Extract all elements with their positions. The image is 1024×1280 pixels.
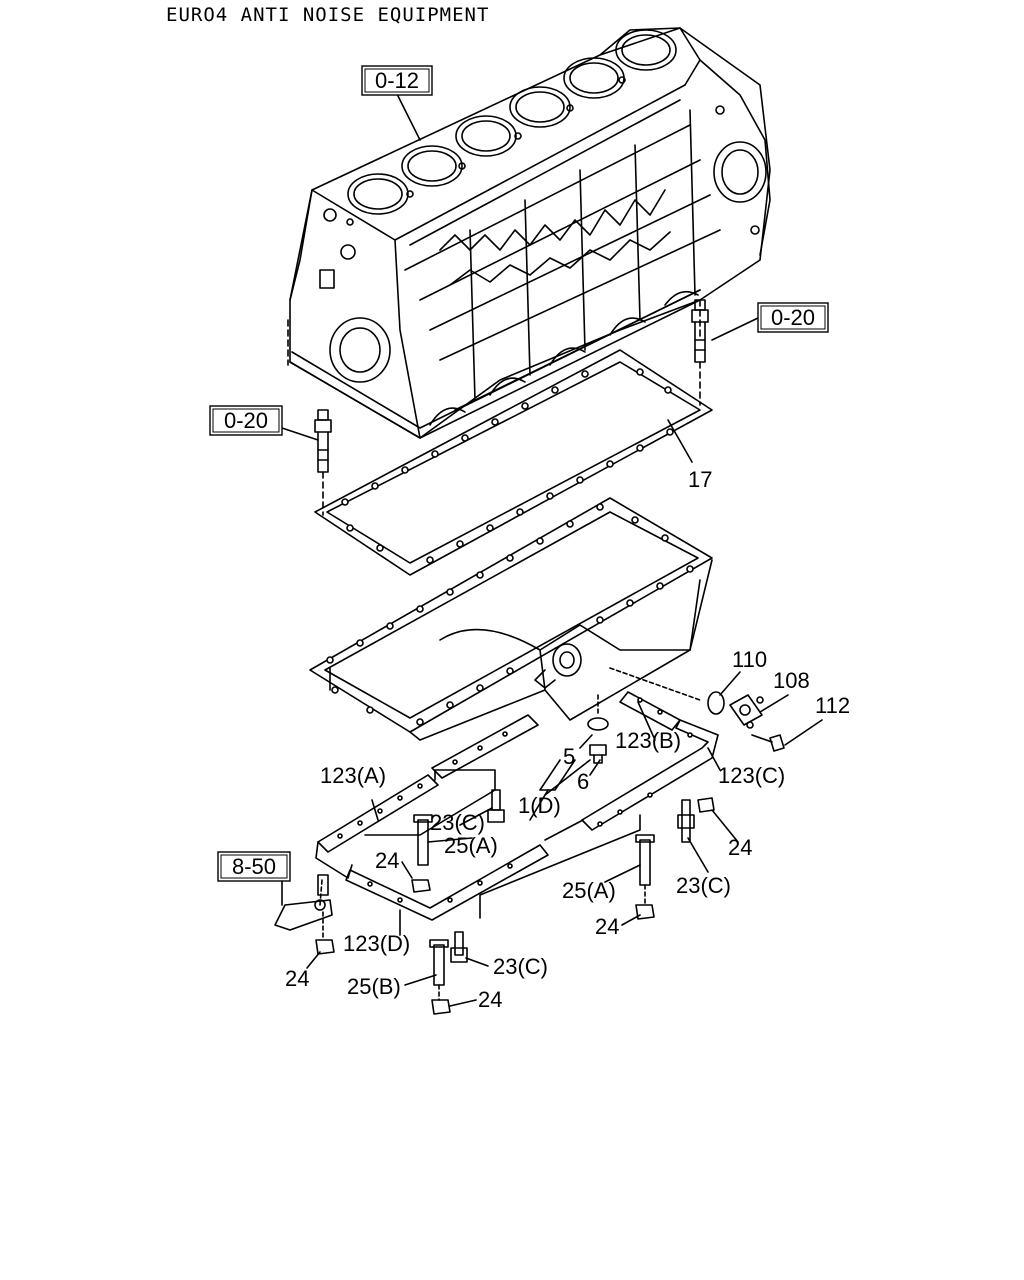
flange-bolt [751,734,785,752]
callout-123c: 123(C) [718,763,785,788]
reference-label: 0-20 [771,305,815,330]
cylinder-block [289,27,771,439]
callout-25b: 25(B) [347,974,401,999]
reference-label: 0-20 [224,408,268,433]
callout-25a-left: 25(A) [444,833,498,858]
stud-25b [429,939,449,1001]
nut-24-right [697,797,715,813]
nut-24-lower-right [635,904,655,920]
o-ring [707,691,725,715]
callout-123d: 123(D) [343,931,410,956]
reference-box-0-12: 0-12 [361,65,433,96]
callout-24-bottom: 24 [478,987,502,1012]
reference-label: 8-50 [232,854,276,879]
nut-24-bottom [431,999,451,1015]
callout-110: 110 [732,647,767,672]
bolt-23c-upper [487,789,505,823]
stud-25a-left [413,814,433,866]
nut-24-center [411,879,431,893]
callout-24-lower-right: 24 [595,914,619,939]
callout-24-center: 24 [375,848,399,873]
stud-bolt-left [314,409,332,516]
stud-bolt-right [691,299,709,406]
seal-123d [345,844,549,921]
bolt-23c-right [677,799,695,843]
callout-23c-right: 23(C) [676,873,731,898]
callout-23c-lower: 23(C) [493,954,548,979]
callout-108: 108 [773,668,810,693]
callout-1d: 1(D) [518,793,561,818]
diagram-title: EURO4 ANTI NOISE EQUIPMENT [166,4,490,26]
callout-112: 112 [815,693,850,718]
flange-cover [729,694,764,729]
callout-23c-upper: 23(C) [430,810,485,835]
callout-24-bracket: 24 [285,966,309,991]
seal-123c [544,719,719,841]
callout-123a: 123(A) [320,763,386,788]
reference-box-8-50: 8-50 [217,851,291,882]
oil-pan-gasket [314,349,713,576]
bolt-23c-lower [450,931,468,963]
callout-24-right: 24 [728,835,752,860]
callout-6: 6 [577,769,589,794]
stud-25a-right [635,834,655,906]
oil-pan [309,497,713,741]
reference-box-0-20-right: 0-20 [757,302,829,333]
drain-plug [589,744,607,764]
nut-24-bracket [315,911,335,955]
bracket [274,874,333,931]
callout-5: 5 [563,744,575,769]
seal-123b [619,691,681,731]
seal-123a-right [431,714,539,779]
reference-label: 0-12 [375,68,419,93]
drain-plug-washer [587,694,609,731]
callout-17: 17 [688,467,712,492]
callout-25a-right: 25(A) [562,878,616,903]
callout-123b: 123(B) [615,728,681,753]
reference-box-0-20-left: 0-20 [209,405,283,436]
